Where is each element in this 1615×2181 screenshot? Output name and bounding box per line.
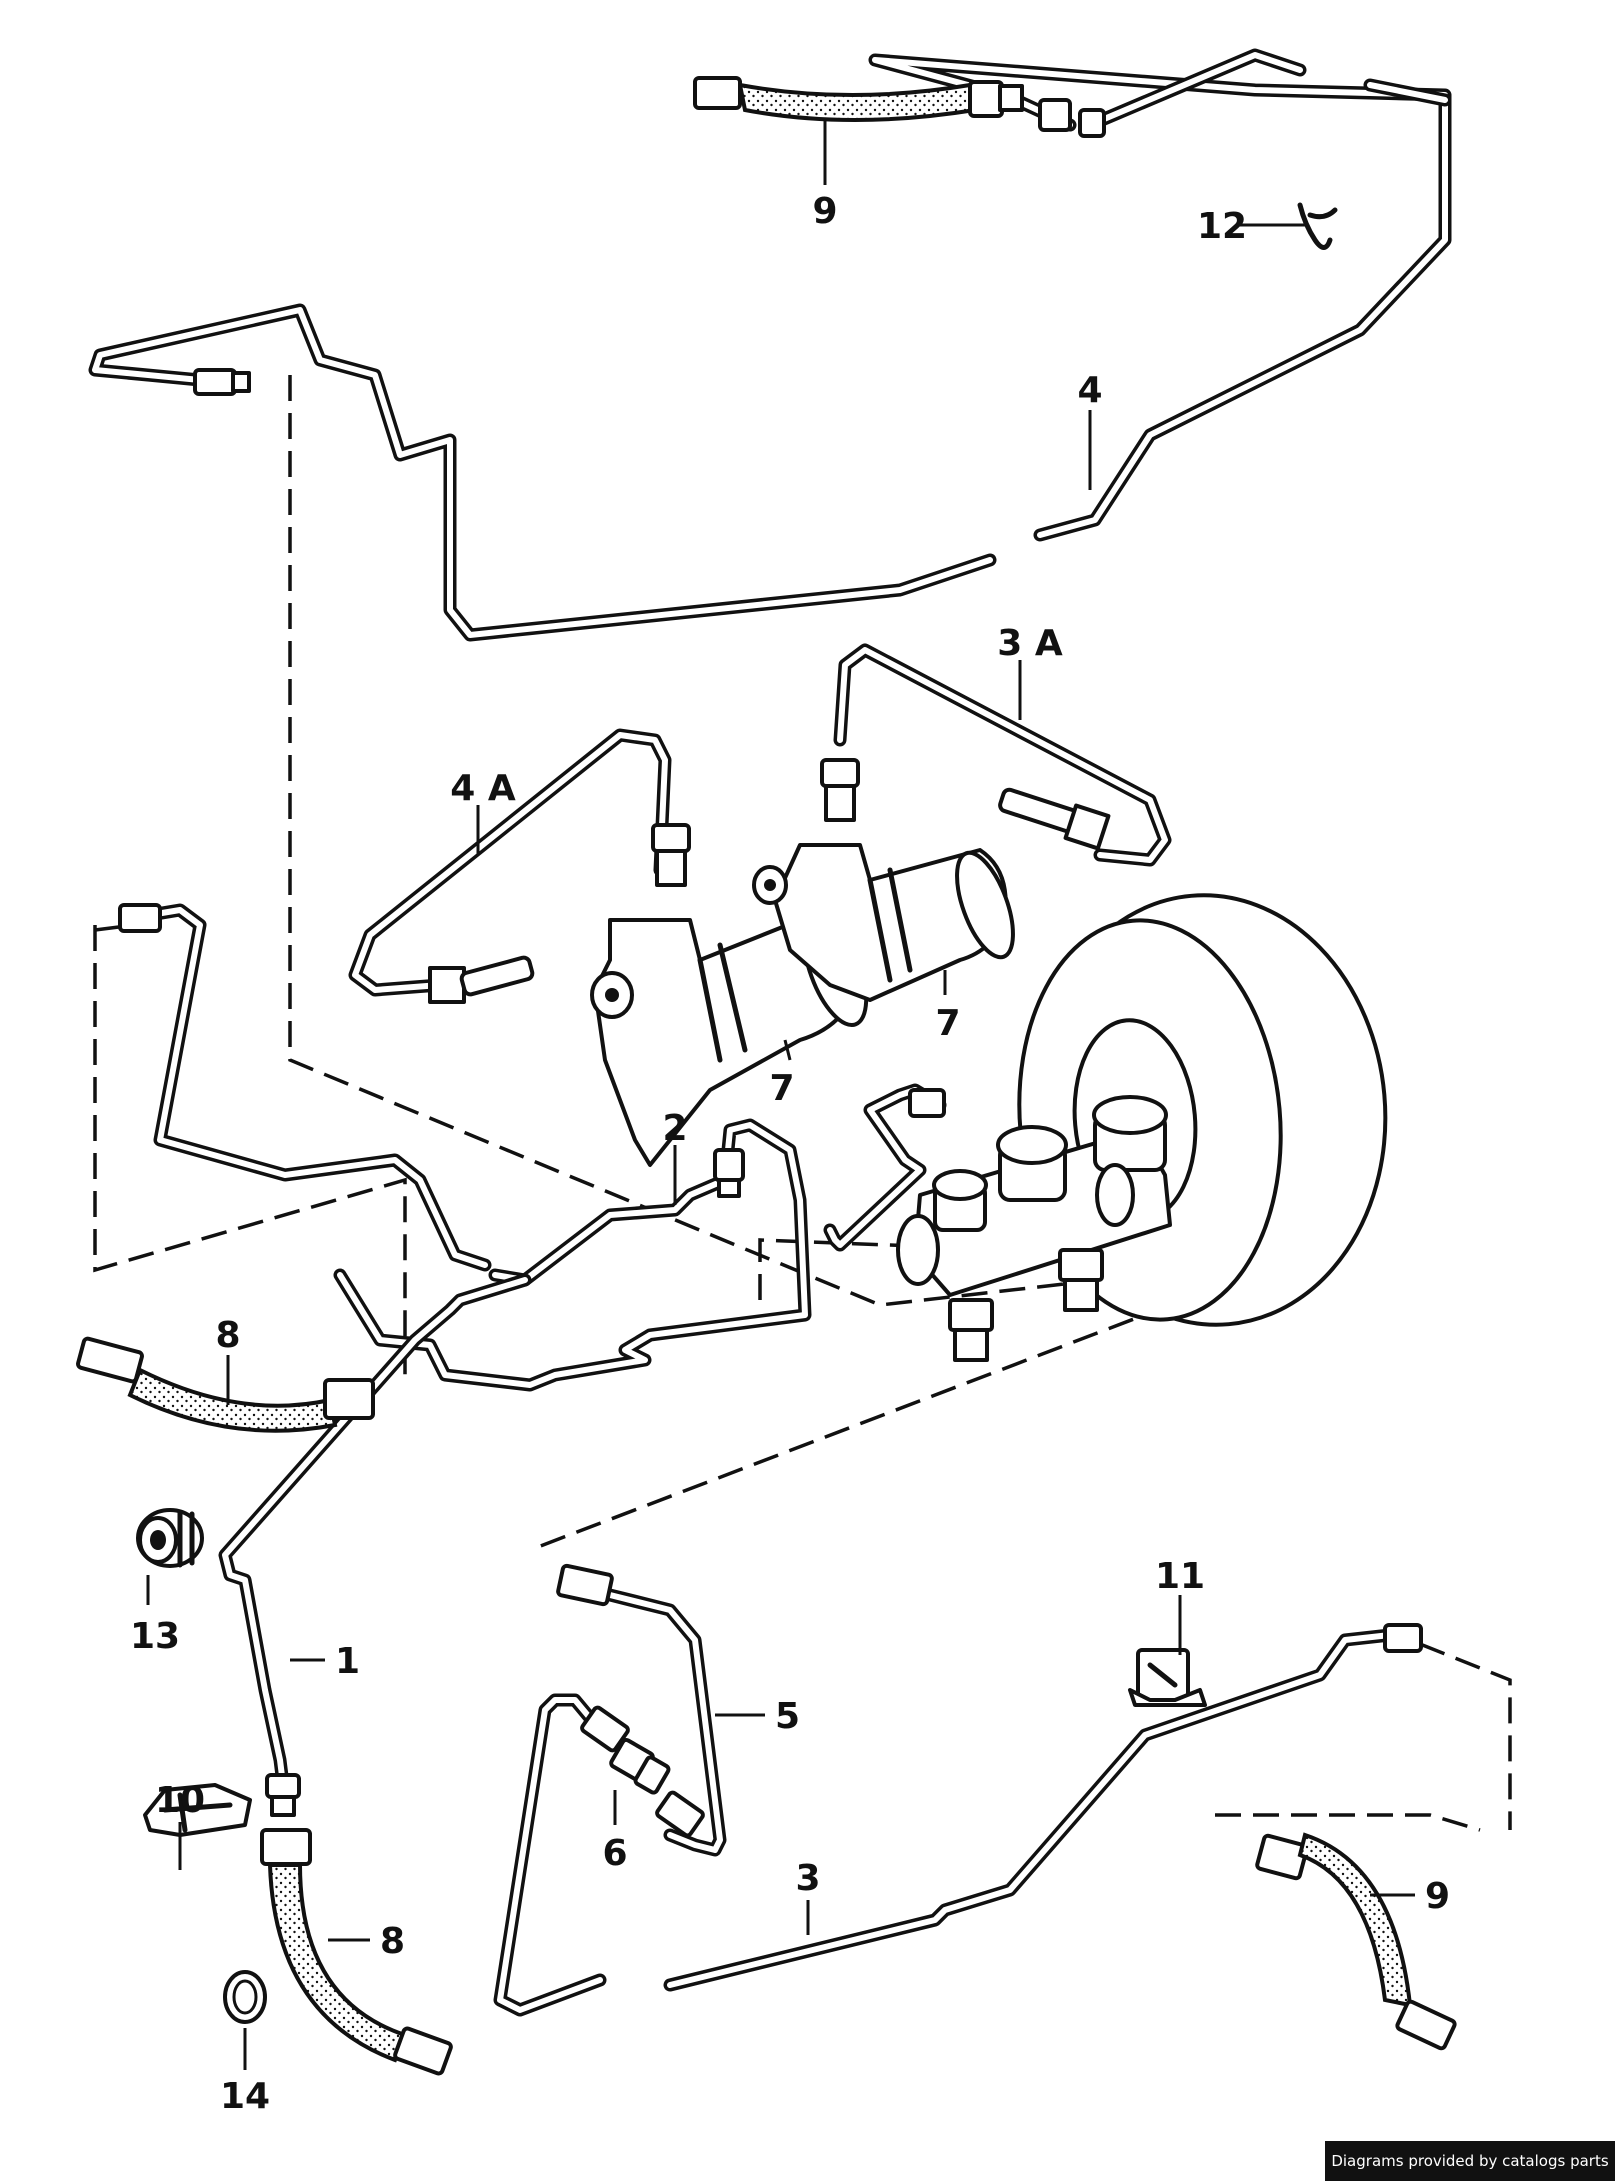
fitting-center-2 bbox=[713, 1148, 745, 1198]
fitting-line4-end bbox=[1078, 108, 1106, 138]
callout-12: 12 bbox=[1197, 206, 1247, 247]
fitting-upper-left bbox=[193, 368, 251, 396]
callout-10: 10 bbox=[155, 1780, 205, 1821]
callout-4: 4 bbox=[1077, 370, 1102, 411]
fitting-line5-right bbox=[655, 1790, 705, 1838]
hose-bracket-clip bbox=[143, 1783, 252, 1837]
callout-7-front: 7 bbox=[769, 1068, 794, 1109]
callout-11: 11 bbox=[1155, 1556, 1205, 1597]
fitting-line3-right bbox=[1383, 1623, 1423, 1653]
callout-6: 6 bbox=[602, 1833, 627, 1874]
callout-8-left: 8 bbox=[215, 1315, 240, 1356]
fitting-4a-top bbox=[651, 823, 691, 887]
fitting-3a-bolt bbox=[998, 787, 1111, 851]
fitting-4a-bolt bbox=[428, 955, 535, 1004]
master-cylinder-rear bbox=[752, 843, 1015, 1002]
sealing-ring bbox=[223, 1970, 267, 2024]
connector-union bbox=[609, 1737, 671, 1795]
callout-9-lower: 9 bbox=[1425, 1876, 1450, 1917]
callout-7-rear: 7 bbox=[935, 1003, 960, 1044]
fitting-hose9-top bbox=[1038, 98, 1072, 132]
diagram-credit-footer: Diagrams provided by catalogs parts bbox=[1325, 2141, 1615, 2181]
callout-9-upper: 9 bbox=[812, 191, 837, 232]
brake-line-3a bbox=[833, 643, 1172, 867]
brake-hoses bbox=[76, 76, 1457, 2076]
line-clip bbox=[1297, 202, 1338, 250]
brake-pipes bbox=[88, 48, 1452, 2017]
brake-hose-8-bottom bbox=[260, 1828, 453, 2076]
callout-4a: 4 A bbox=[450, 768, 516, 809]
callout-14: 14 bbox=[220, 2076, 270, 2117]
brake-line-4 bbox=[868, 53, 1452, 542]
callout-leaders bbox=[146, 120, 1415, 2070]
grommet bbox=[136, 1508, 204, 1568]
brake-hose-9-upper bbox=[693, 76, 1024, 122]
callout-5: 5 bbox=[775, 1696, 800, 1737]
callout-labels: 9 12 4 3 A 4 A 7 7 2 8 13 1 10 11 5 6 8 … bbox=[130, 191, 1450, 2117]
callout-1: 1 bbox=[335, 1641, 360, 1682]
brake-hose-8-left bbox=[76, 1336, 375, 1433]
callout-3: 3 bbox=[795, 1858, 820, 1899]
fitting-3a-top bbox=[820, 758, 860, 822]
fitting-line5-top bbox=[556, 1563, 614, 1607]
brake-hose-9-lower bbox=[1255, 1832, 1457, 2051]
fitting-left-hose-line bbox=[118, 903, 162, 933]
pipe-fittings bbox=[118, 98, 1423, 1838]
callout-13: 13 bbox=[130, 1616, 180, 1657]
fitting-center-right bbox=[908, 1088, 946, 1118]
fitting-line1-bottom bbox=[265, 1773, 301, 1817]
callout-2: 2 bbox=[662, 1108, 687, 1149]
callout-8-bottom: 8 bbox=[380, 1921, 405, 1962]
mounting-bracket bbox=[1128, 1648, 1207, 1707]
master-cylinder-assembly bbox=[896, 1095, 1172, 1362]
callout-3a: 3 A bbox=[997, 623, 1063, 664]
